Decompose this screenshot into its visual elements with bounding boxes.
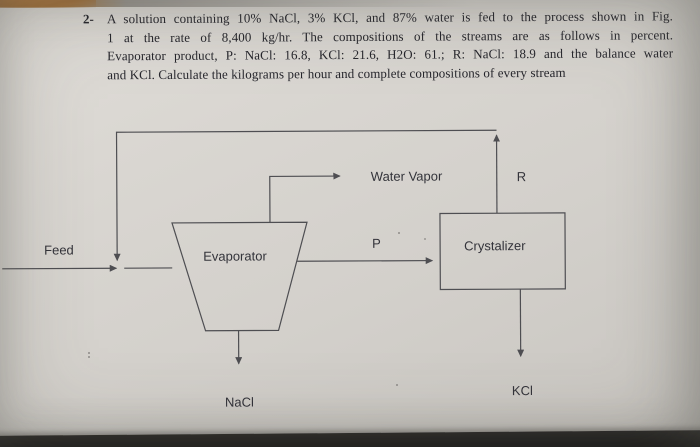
nacl-stream-label: NaCl (224, 394, 254, 410)
stream-line-recycle (113, 129, 497, 262)
p-stream-label: P (372, 235, 381, 251)
water-vapor-stream-label: Water Vapor (370, 168, 443, 184)
crystalizer-shape (439, 212, 566, 291)
r-stream-label: R (516, 169, 527, 185)
photo-corner-highlight (0, 0, 96, 8)
stream-line-water-vapor (269, 172, 341, 223)
crystalizer-unit-label: Crystalizer (464, 238, 526, 254)
photo-top-edge (0, 0, 700, 7)
evaporator-shape (171, 221, 308, 332)
stream-line-feed (2, 264, 118, 272)
evaporator-unit-label: Evaporator (203, 248, 267, 264)
photo-speck (88, 352, 90, 354)
kcl-stream-label: KCl (511, 383, 533, 399)
stream-line-p (297, 257, 434, 265)
photo-speck (396, 384, 398, 386)
feed-stream-label: Feed (44, 242, 74, 258)
photo-speck (398, 232, 400, 234)
